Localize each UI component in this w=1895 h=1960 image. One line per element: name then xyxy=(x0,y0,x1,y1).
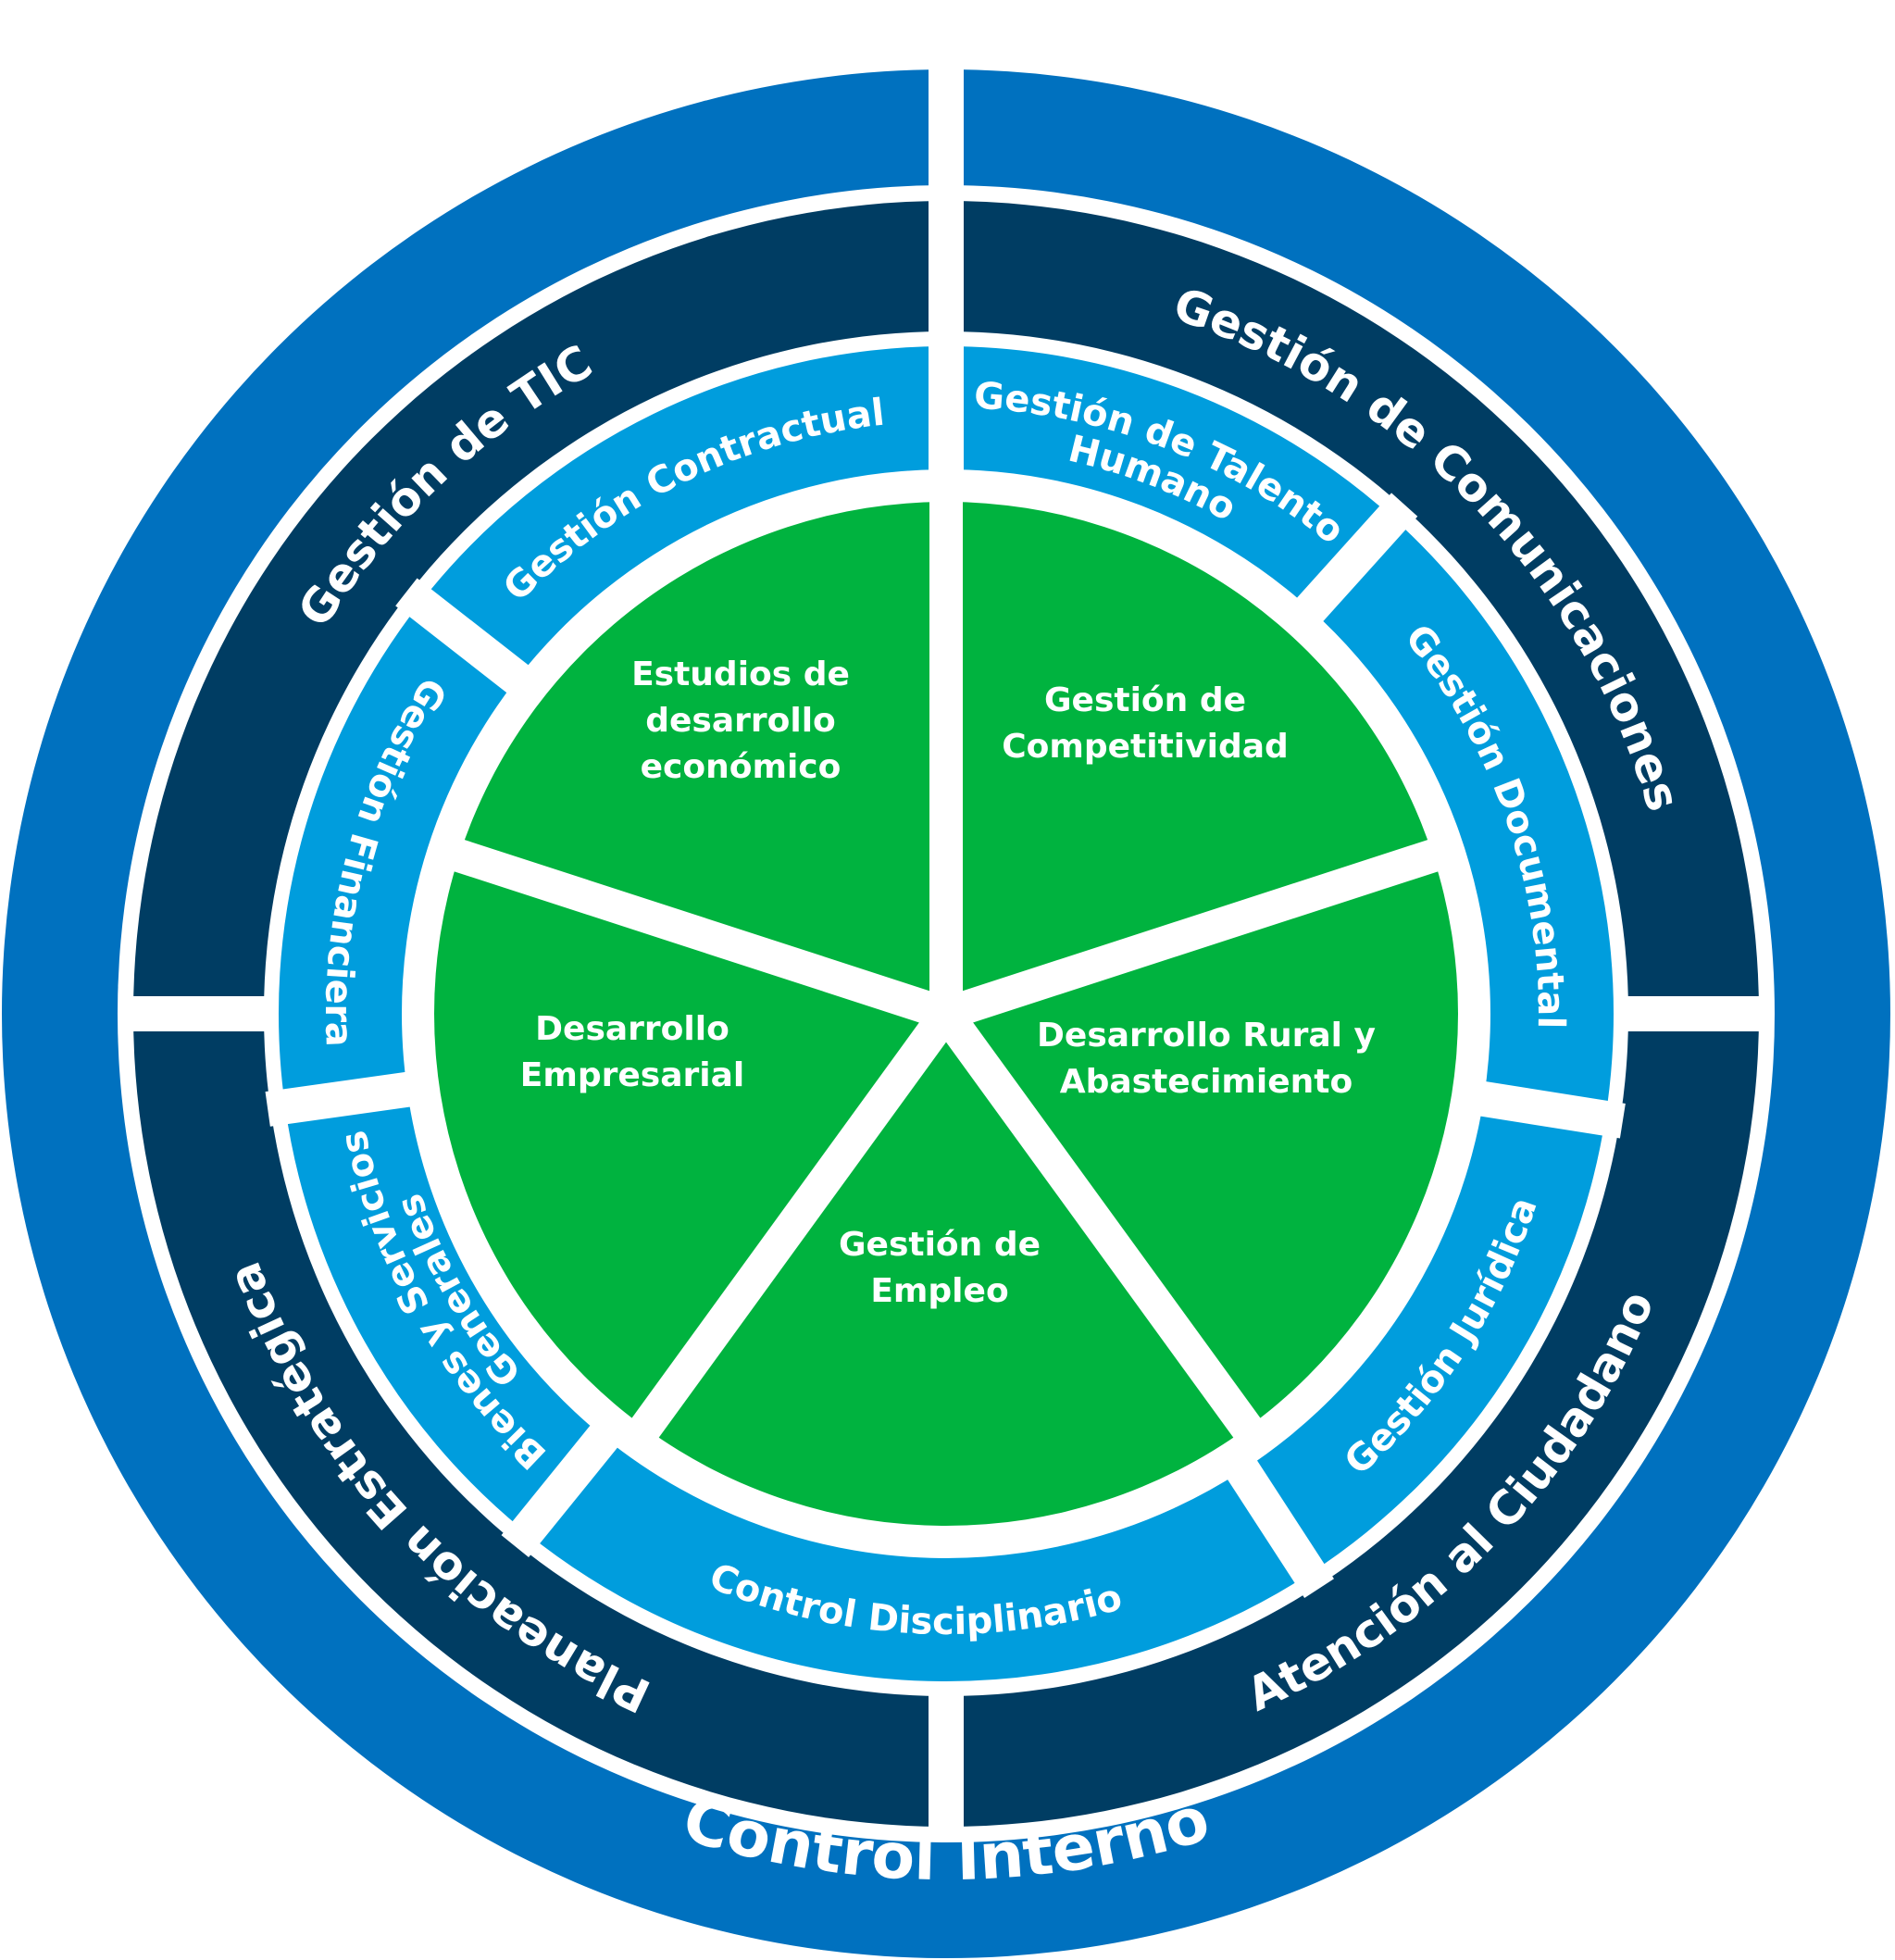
core-label-empleo-line: Gestión de xyxy=(839,1226,1041,1264)
control-interno-ring xyxy=(1,65,1890,1958)
strategic-processes-ring xyxy=(122,190,1770,1838)
core-label-empleo: Gestión de Empleo xyxy=(839,1226,1041,1310)
support-segment-juridica[interactable] xyxy=(1242,1098,1606,1574)
core-center-gap xyxy=(929,997,963,1030)
core-label-desarrollo-rural-line: Abastecimiento xyxy=(1060,1063,1353,1101)
support-ring-gap xyxy=(1218,1446,1334,1598)
support-ring-gap xyxy=(501,1413,629,1558)
strategic-segment-comunicaciones[interactable] xyxy=(946,201,1759,1014)
support-segment-disciplinario-left[interactable] xyxy=(526,1436,946,1681)
core-label-desarrollo-empresarial-line: Desarrollo xyxy=(535,1010,729,1048)
strategic-segment-planeacion[interactable] xyxy=(133,1014,946,1827)
core-slice-desarrollo-empresarial[interactable] xyxy=(433,855,946,1429)
core-label-desarrollo-empresarial-line: Empresarial xyxy=(520,1056,745,1094)
core-label-competitividad-line: Gestión de xyxy=(1044,681,1246,719)
core-label-empleo-line: Empleo xyxy=(870,1272,1008,1310)
core-label-estudios-line: Estudios de xyxy=(631,655,850,693)
core-slice-gap xyxy=(628,1004,960,1443)
support-ring-gap xyxy=(395,578,542,704)
core-label-estudios-line: económico xyxy=(641,748,842,786)
core-slice-empleo[interactable] xyxy=(644,1014,1248,1526)
strategic-segment-atencion-ciudadano[interactable] xyxy=(946,1014,1759,1827)
support-segment-disciplinario-right[interactable] xyxy=(946,1470,1310,1681)
core-slice-gap xyxy=(932,1004,1265,1443)
core-label-competitividad-line: Competitividad xyxy=(1002,728,1289,766)
support-segment-documental[interactable] xyxy=(1310,518,1614,1118)
core-processes-pie xyxy=(433,495,1458,1526)
core-label-estudios-line: desarrollo xyxy=(645,702,836,740)
core-slice-gap xyxy=(941,837,1445,1030)
support-ring-gap xyxy=(1465,1079,1626,1139)
core-slice-desarrollo-rural[interactable] xyxy=(946,855,1458,1429)
support-segment-contractual[interactable] xyxy=(419,346,946,679)
support-segment-bienes-servicios[interactable] xyxy=(285,1089,604,1533)
support-segment-financiera[interactable] xyxy=(279,603,517,1107)
support-processes-ring xyxy=(265,329,1626,1681)
strategic-segment-tic[interactable] xyxy=(133,201,946,1014)
support-segment-talento-humano[interactable] xyxy=(946,346,1393,610)
core-label-competitividad: Gestión de Competitividad xyxy=(1002,681,1289,766)
core-label-desarrollo-rural: Desarrollo Rural y Abastecimiento xyxy=(1037,1017,1376,1101)
support-ring-gap xyxy=(265,1069,427,1127)
core-label-estudios: Estudios de desarrollo económico xyxy=(631,655,850,786)
core-slice-gap xyxy=(447,837,952,1030)
support-ring-gap xyxy=(1286,493,1418,634)
core-label-desarrollo-rural-line: Desarrollo Rural y xyxy=(1037,1017,1376,1055)
